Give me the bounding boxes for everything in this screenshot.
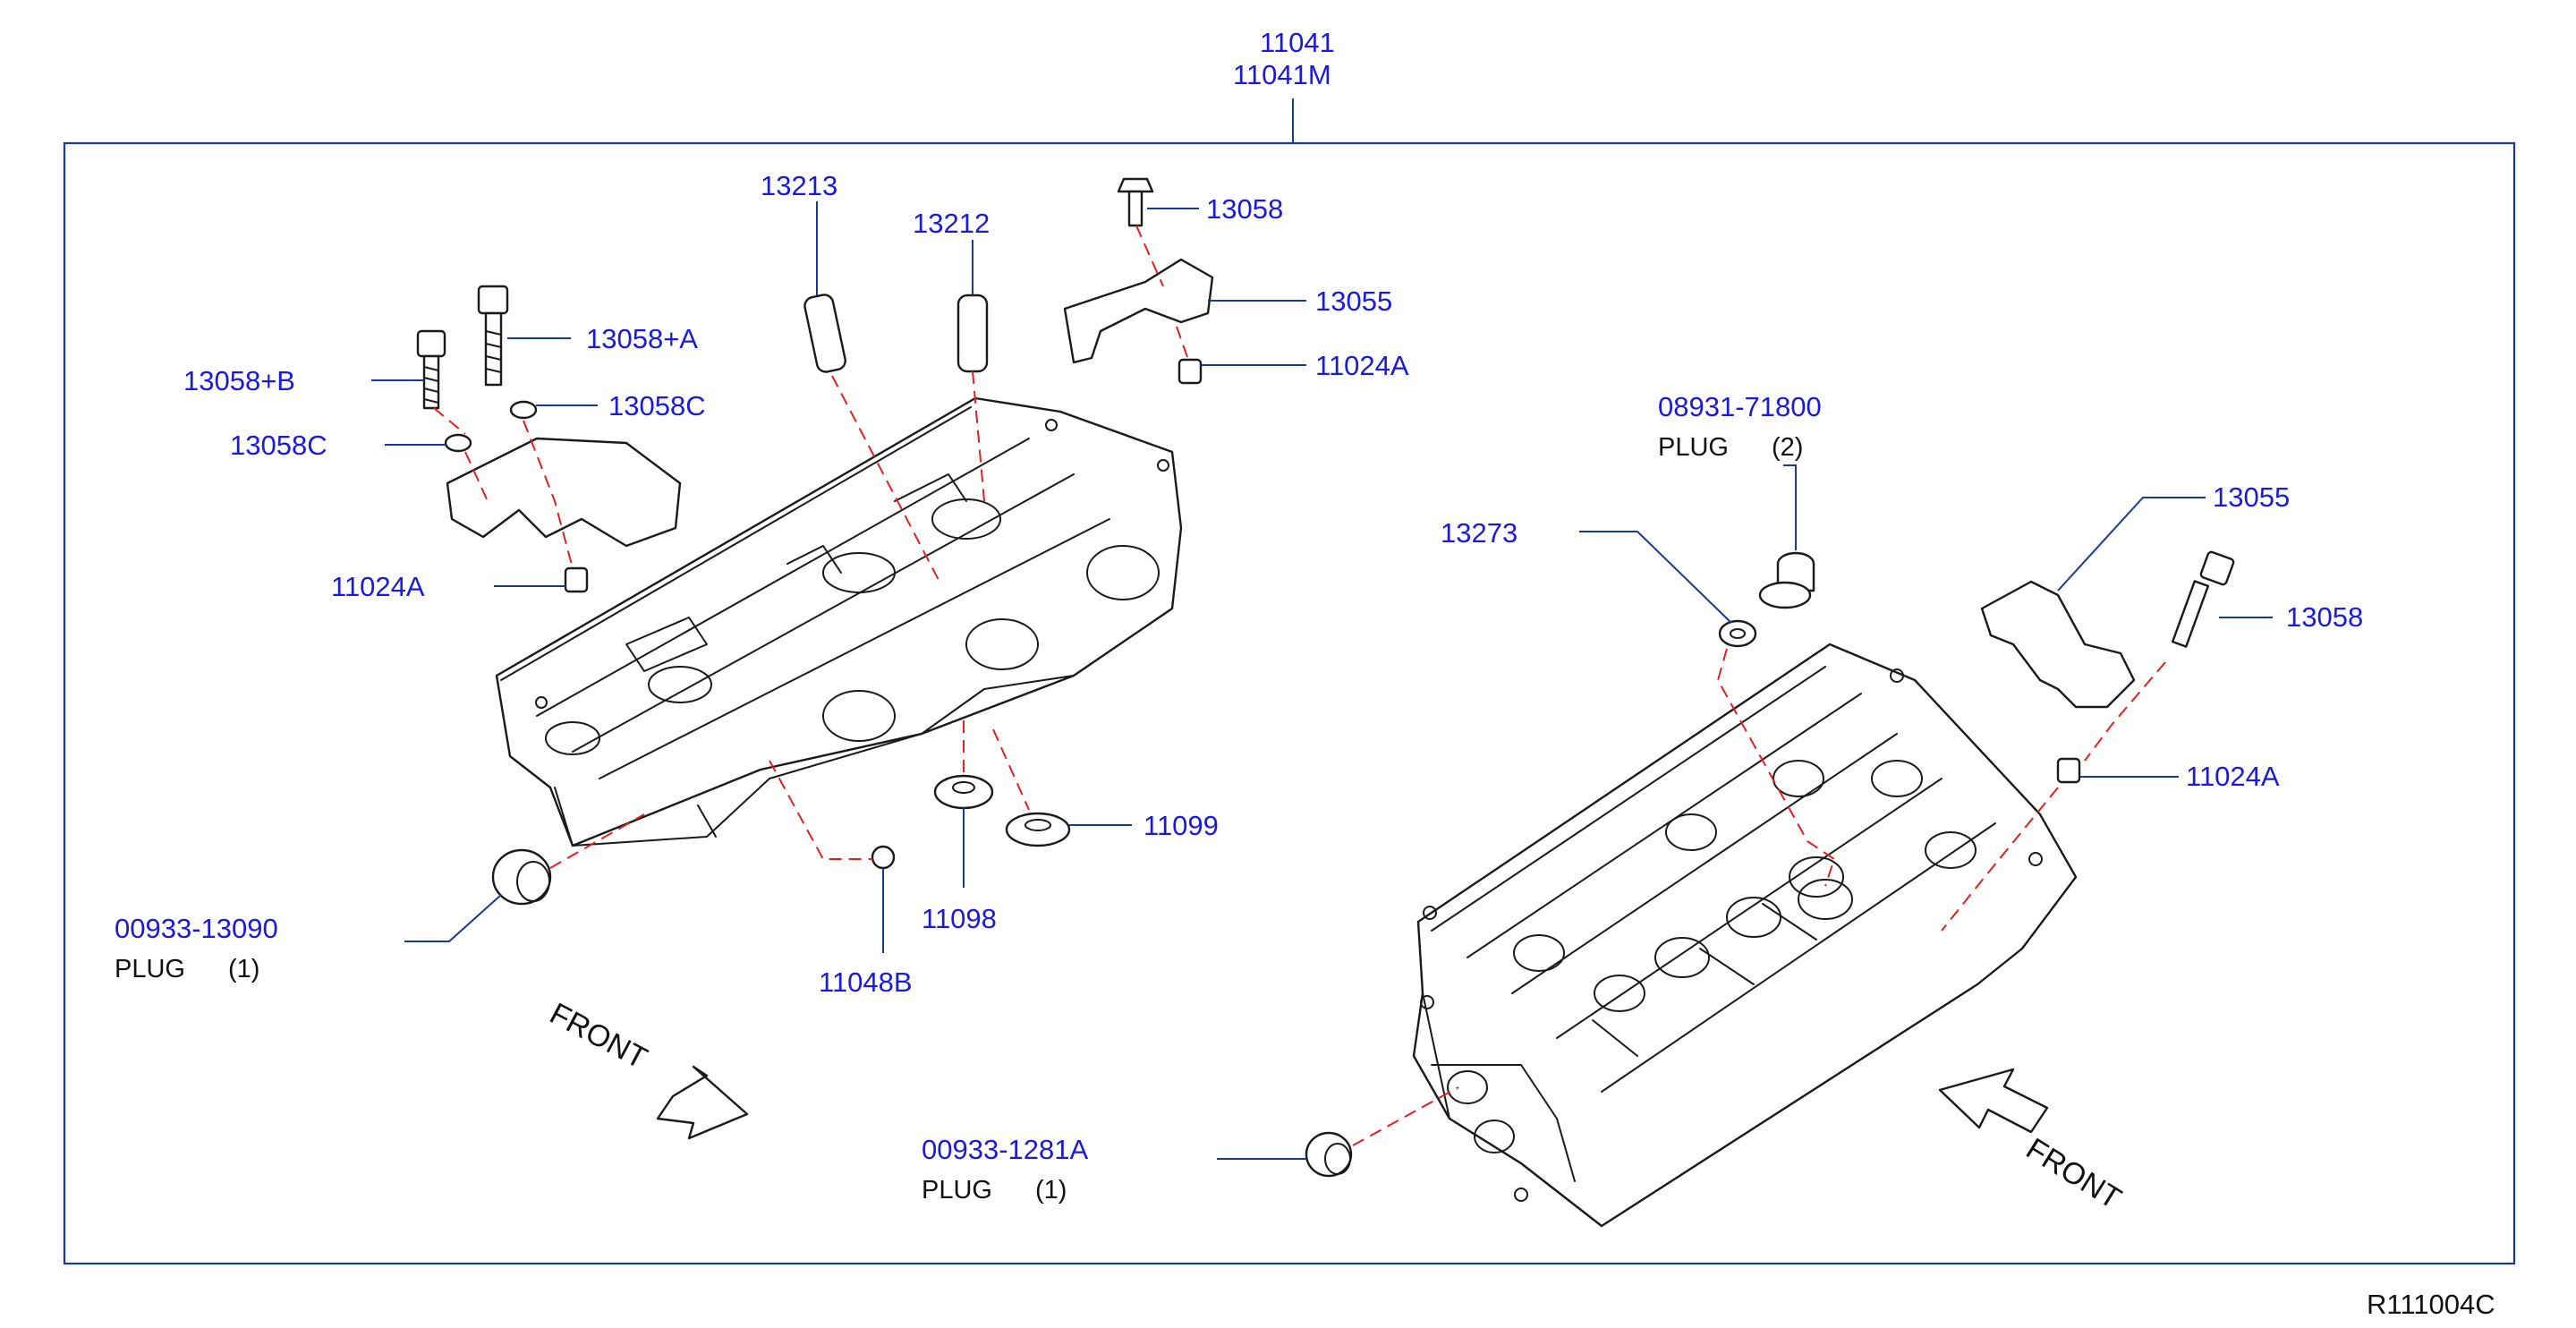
callout-13055-top[interactable]: 13055 [1315,285,1392,317]
plug-00933-13090-drawing [491,848,552,906]
left-cylinder-head-drawing [495,396,1183,847]
callout-08931-71800[interactable]: 08931-71800 [1658,391,1822,422]
washer-13058C-right-drawing [509,400,538,420]
arrow-right-icon [656,1065,749,1140]
bolt-13058-right-drawing [2171,550,2235,648]
callout-11024A-top[interactable]: 11024A [1315,350,1409,381]
note-plug-bottom-qty: (1) [1035,1176,1067,1205]
front-label-left: FRONT [544,997,652,1077]
note-plug-left-qty: (1) [228,955,259,983]
note-plug-2: PLUG [1658,433,1729,462]
washer-13273-drawing [1718,619,1757,648]
dowel-11024A-right-drawing [2056,757,2081,784]
bolt-13058-top-drawing [1117,177,1154,227]
callout-13213[interactable]: 13213 [761,170,837,201]
figure-reference: R111004C [2367,1289,2495,1320]
title-part-number[interactable]: 11041 [1260,27,1335,58]
washer-13058C-left-drawing [444,433,472,453]
ball-11048B-drawing [871,845,896,870]
note-plug-2-qty: (2) [1772,433,1803,462]
callout-11098[interactable]: 11098 [922,903,997,934]
callout-11048B[interactable]: 11048B [819,966,913,998]
callout-13058B[interactable]: 13058+B [183,365,295,396]
bracket-13055-right-drawing [1980,580,2136,709]
bracket-left-drawing [446,437,682,548]
callout-13058A[interactable]: 13058+A [586,323,698,354]
front-arrow-left: FRONT [544,997,749,1140]
front-label-right: FRONT [2020,1132,2127,1216]
callout-13212[interactable]: 13212 [913,208,990,239]
callout-00933-13090[interactable]: 00933-13090 [115,913,278,944]
note-plug-bottom: PLUG [922,1176,992,1205]
title-part-number-alt[interactable]: 11041M [1233,59,1331,90]
callout-00933-1281A[interactable]: 00933-1281A [922,1134,1088,1165]
dowel-11024A-left-drawing [564,566,589,593]
callout-13273[interactable]: 13273 [1441,517,1518,549]
guide-13212-drawing [956,294,989,373]
dowel-11024A-top-drawing [1177,358,1203,385]
guide-13213-drawing [803,294,846,373]
callout-13058C-right[interactable]: 13058C [608,390,706,421]
callout-11024A-right[interactable]: 11024A [2186,761,2280,792]
callout-11099[interactable]: 11099 [1143,810,1219,841]
bolt-13058A-drawing [477,285,509,387]
callout-11024A-left[interactable]: 11024A [331,571,425,602]
note-plug-left: PLUG [115,955,185,983]
callout-13055-right[interactable]: 13055 [2213,481,2290,513]
callout-13058C-left[interactable]: 13058C [230,430,327,461]
callout-13058-right[interactable]: 13058 [2286,601,2363,633]
bracket-13055-top-drawing [1063,258,1214,364]
diagram-frame [63,141,2516,1265]
front-arrow-right: FRONT [1938,1068,2127,1216]
arrow-left-icon [1938,1068,2049,1134]
plug-08931-71800-drawing [1758,551,1815,609]
right-cylinder-head-drawing [1412,643,2078,1228]
bolt-13058B-drawing [416,329,446,410]
callout-13058-top[interactable]: 13058 [1206,193,1283,225]
